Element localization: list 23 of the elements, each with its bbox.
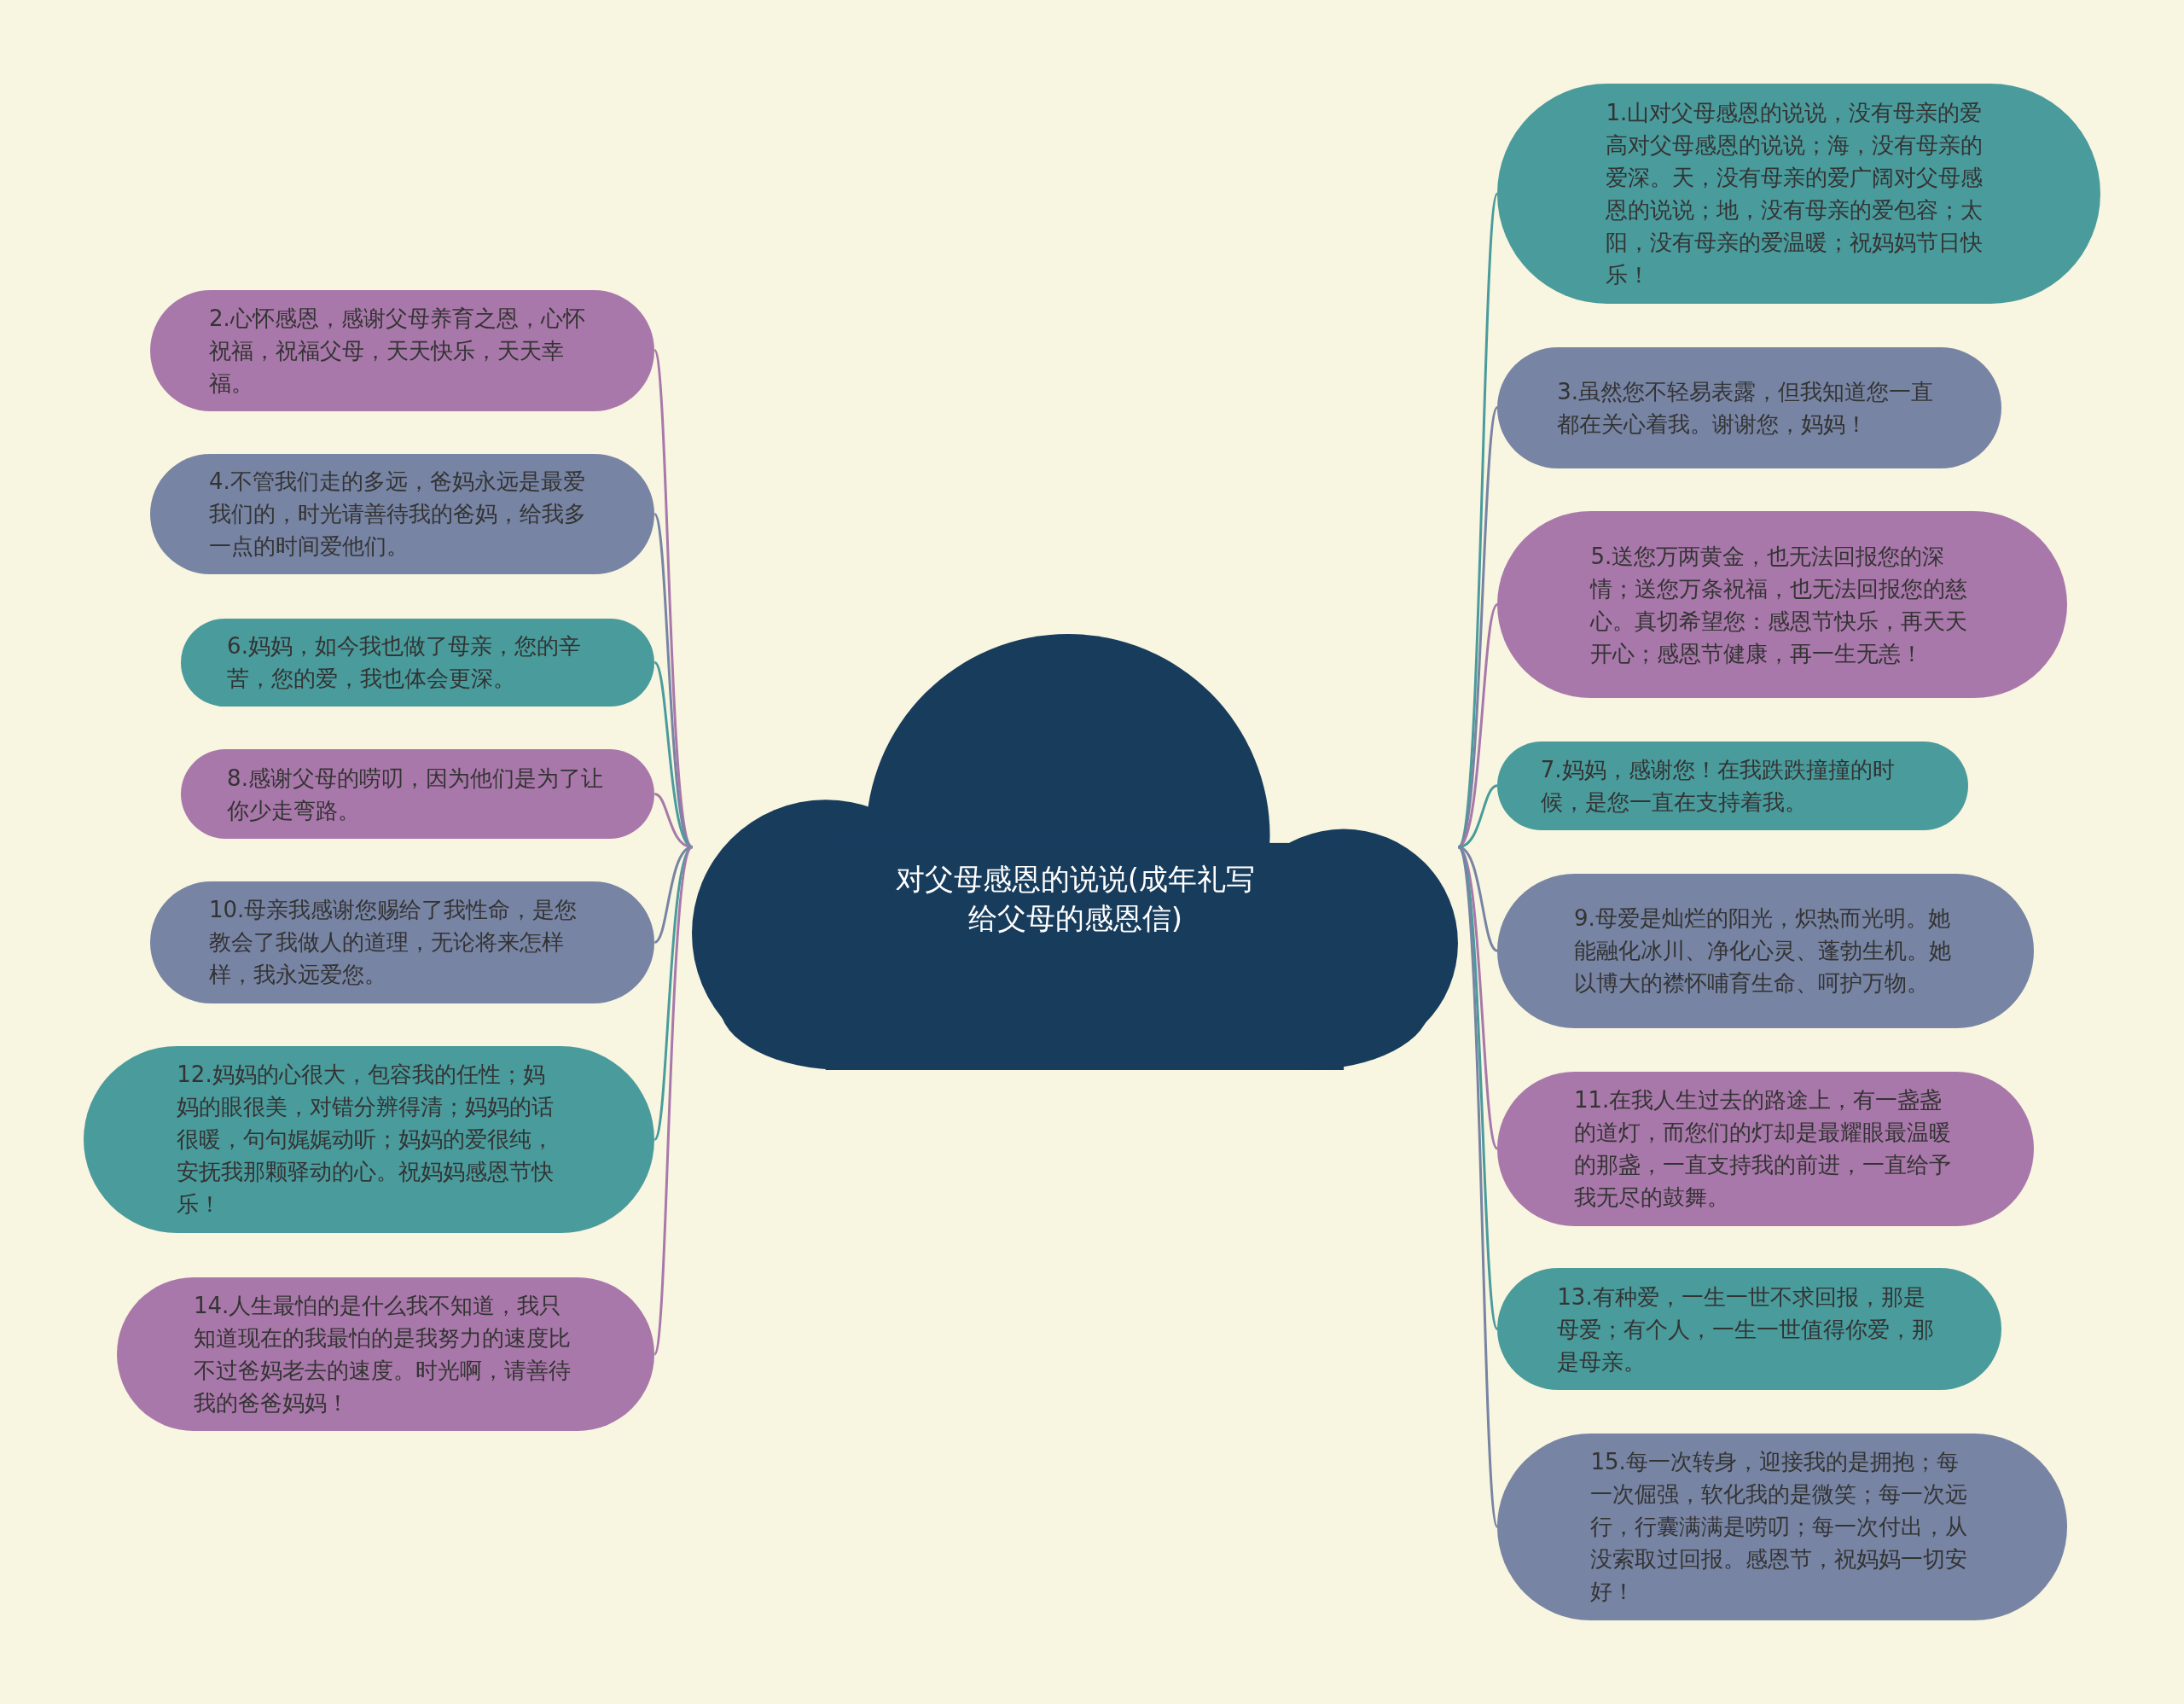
connector-line (653, 513, 694, 848)
message-text: 8.感谢父母的唠叨，因为他们是为了让你少走弯路。 (227, 764, 604, 825)
topic-text: 对父母感恩的说说(成年礼写给父母的感恩信) (894, 861, 1256, 938)
message-text: 2.心怀感恩，感谢父母养育之恩，心怀祝福，祝福父母，天天快乐，天天幸福。 (208, 304, 586, 398)
message-text: 14.人生最怕的是什么我不知道，我只知道现在的我最怕的是我努力的速度比不过爸妈老去的速度。时光啊，请善待我的爸爸妈妈！ (193, 1291, 572, 1417)
connector-line (653, 793, 693, 849)
connector-line (653, 846, 693, 944)
message-text: 7.妈妈，感谢您！在我跌跌撞撞的时候，是您一直在支持着我。 (1540, 755, 1896, 817)
message-text: 3.虽然您不轻易表露，但我知道您一直都在关心着我。谢谢您，妈妈！ (1557, 377, 1935, 439)
message-text: 1.山对父母感恩的说说，没有母亲的爱高对父母感恩的说说；海，没有母亲的爱深。天，没有母亲的爱广阔对父母感恩的说说；地，没有母亲的爱包容；太阳，没有母亲的爱温暖；祝妈妈节日快乐！ (1606, 98, 1984, 289)
connector-line (1457, 603, 1499, 848)
message-text: 11.在我人生过去的路途上，有一盏盏的道灯，而您们的灯却是最耀眼最温暖的那盏，一直支持我的前进，一直给予我无尽的鼓舞。 (1573, 1086, 1952, 1213)
message-text: 5.送您万两黄金，也无法回报您的深情；送您万条祝福，也无法回报您的慈心。真切希望您：感恩节快乐，再天天开心；感恩节健康，再一生无恙！ (1590, 542, 1969, 668)
connector-line (1458, 784, 1498, 849)
message-text: 13.有种爱，一生一世不求回报，那是母爱；有个人，一生一世值得你爱，那是母亲。 (1557, 1282, 1936, 1376)
message-text: 4.不管我们走的多远，爸妈永远是最爱我们的，时光请善待我的爸妈，给我多一点的时间爱他们。 (208, 468, 587, 561)
message-text: 12.妈妈的心很大，包容我的任性；妈妈的眼很美，对错分辨得清；妈妈的话很暖，句句娓娓动听；妈妈的爱很纯，安抚我那颗驿动的心。祝妈妈感恩节快乐！ (177, 1061, 555, 1219)
message-text: 6.妈妈，如今我也做了母亲，您的辛苦，您的爱，我也体会更深。 (227, 632, 582, 694)
message-text: 10.母亲我感谢您赐给了我性命，是您教会了我做人的道理，无论将来怎样样，我永远爱您。 (208, 896, 578, 990)
connector-line (1457, 846, 1499, 1527)
message-text: 15.每一次转身，迎接我的是拥抱；每一次倔强，软化我的是微笑；每一次远行，行囊满满是唠叨；每一次付出，从没索取过回报。感恩节，祝妈妈一切安好！ (1590, 1448, 1969, 1607)
connector-line (1457, 846, 1498, 952)
message-text: 9.母爱是灿烂的阳光，炽热而光明。她能融化冰川、净化心灵、蓬勃生机。她以博大的襟怀哺育生命、呵护万物。 (1573, 904, 1952, 998)
